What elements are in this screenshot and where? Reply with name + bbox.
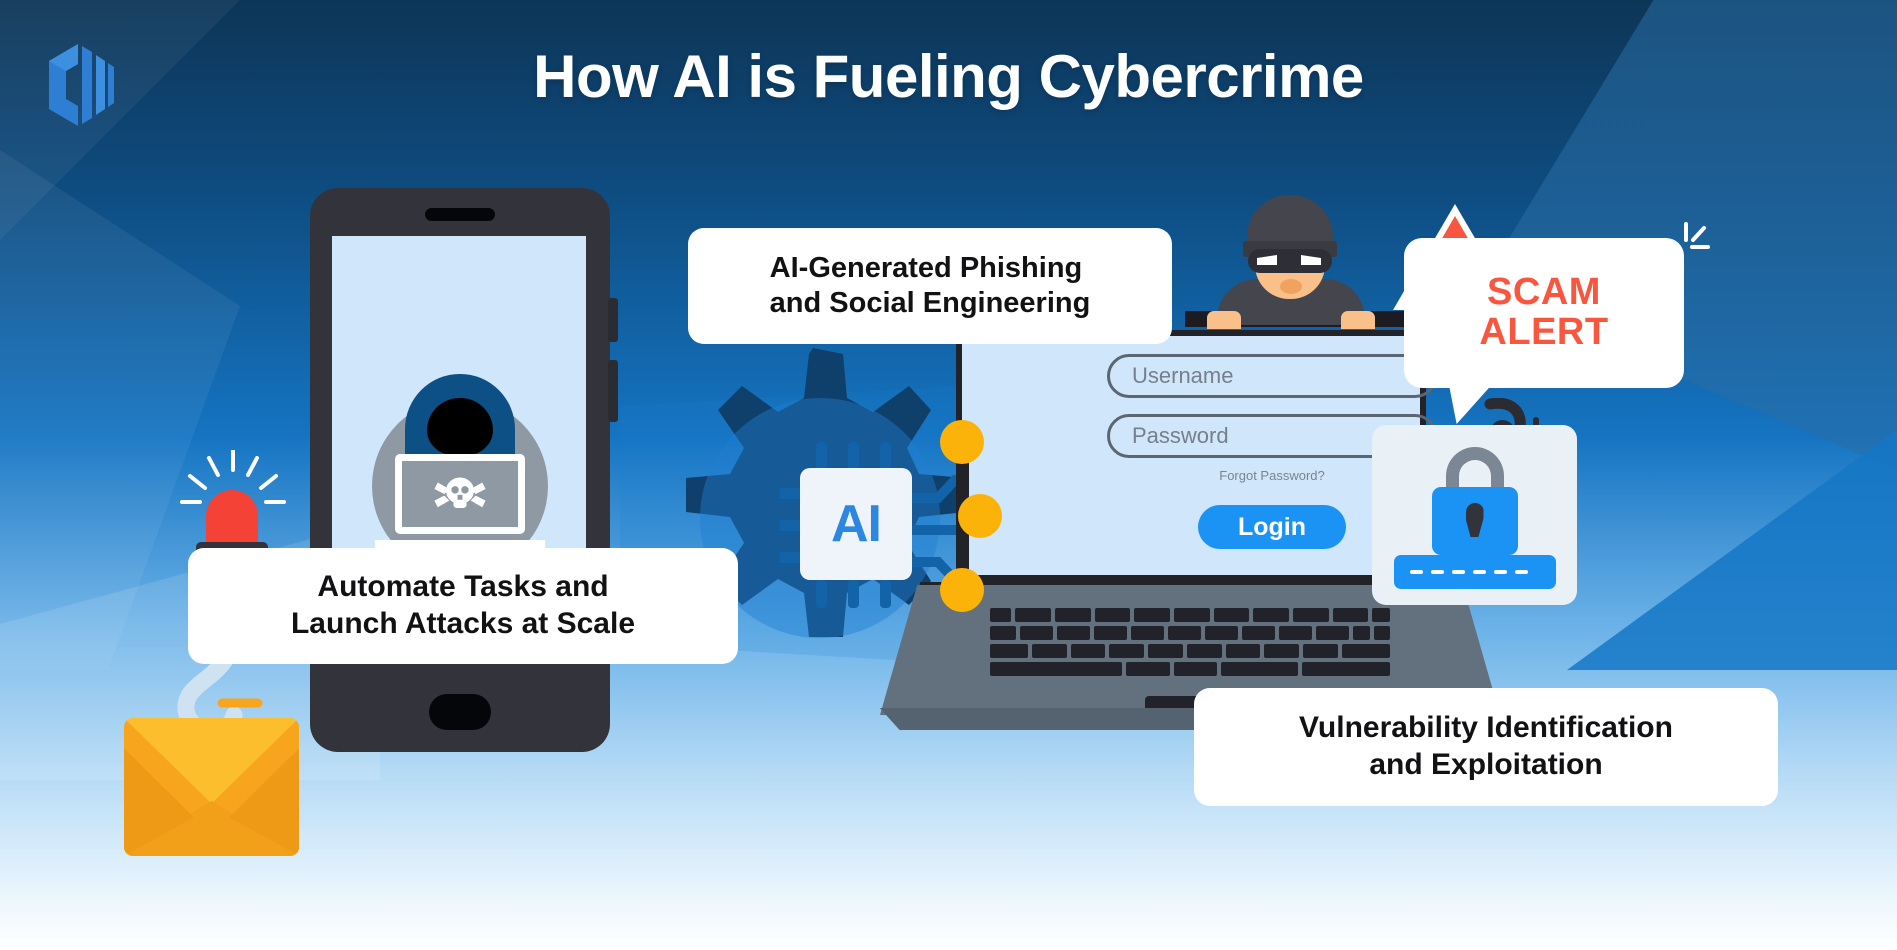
page-title: How AI is Fueling Cybercrime (533, 43, 1364, 110)
padlock-shackle (1445, 447, 1504, 491)
keyboard-row (990, 662, 1390, 676)
callout-card-automate: Automate Tasks and Launch Attacks at Sca… (188, 548, 738, 664)
callout-vulnerability-line-1: Vulnerability Identification (1299, 711, 1673, 745)
password-lock-card (1372, 425, 1577, 605)
scam-line-2: ALERT (1479, 311, 1609, 353)
laptop-device: Username Password Forgot Password? Login (879, 330, 1501, 780)
keyboard-row (990, 644, 1391, 658)
scam-alert-bubble: SCAM ALERT (1404, 238, 1684, 388)
siren-light-rays (178, 448, 288, 540)
siren-dome (206, 490, 258, 544)
phone-side-button[interactable] (608, 298, 618, 342)
callout-card-phishing: AI-Generated Phishing and Social Enginee… (688, 228, 1172, 344)
hacker-nose (1280, 279, 1302, 294)
connector-dot (940, 568, 984, 612)
padlock-icon (1431, 487, 1518, 555)
masked-hacker-character (1195, 195, 1385, 329)
callout-automate-line-2: Launch Attacks at Scale (290, 607, 636, 640)
forgot-password-link[interactable]: Forgot Password? (1219, 468, 1325, 483)
ai-chip-label: AI (831, 495, 882, 553)
password-input[interactable]: Password (1107, 414, 1437, 458)
password-dash (1410, 570, 1423, 574)
connector-dot (958, 494, 1002, 538)
password-dash (1515, 570, 1528, 574)
password-dash (1473, 570, 1486, 574)
keyboard-row (990, 626, 1391, 640)
hexagon-logo-icon (46, 42, 116, 128)
masked-password-field[interactable] (1394, 555, 1556, 589)
password-dash (1452, 570, 1465, 574)
phone-speaker (425, 208, 495, 221)
ai-chip-body: AI (800, 468, 912, 580)
scam-alert-text: SCAM ALERT (1479, 271, 1609, 353)
phone-home-button[interactable] (429, 694, 491, 730)
skull-laptop-icon (395, 454, 525, 534)
phone-volume-button[interactable] (608, 360, 618, 422)
password-placeholder: Password (1132, 423, 1229, 448)
callout-phishing-line-1: AI-Generated Phishing (769, 251, 1083, 284)
hacker-hand-right (1341, 311, 1375, 329)
background-wedge-right-low (1567, 430, 1897, 670)
callout-phishing-line-2: and Social Engineering (769, 287, 1091, 319)
email-envelope-icon (124, 718, 299, 856)
laptop-screen: Username Password Forgot Password? Login (962, 336, 1437, 575)
callout-automate-line-1: Automate Tasks and (317, 570, 609, 604)
laptop-keyboard[interactable] (990, 608, 1391, 688)
scam-line-1: SCAM (1487, 271, 1601, 314)
padlock-keyhole (1465, 503, 1484, 537)
hacker-hand-left (1207, 311, 1241, 329)
hacker-eye-left (1257, 255, 1277, 265)
username-input[interactable]: Username (1107, 354, 1437, 398)
callout-vulnerability-line-2: and Exploitation (1369, 748, 1603, 781)
connector-dot (940, 420, 984, 464)
password-dash (1431, 570, 1444, 574)
password-dash (1494, 570, 1507, 574)
callout-card-vulnerability: Vulnerability Identification and Exploit… (1194, 688, 1778, 806)
hood-face-shadow (427, 398, 493, 456)
keyboard-row (990, 608, 1390, 622)
login-button[interactable]: Login (1198, 505, 1346, 549)
sparkle-lines-icon (1678, 222, 1724, 268)
login-form: Username Password Forgot Password? Login (1062, 354, 1482, 549)
username-placeholder: Username (1132, 363, 1234, 388)
